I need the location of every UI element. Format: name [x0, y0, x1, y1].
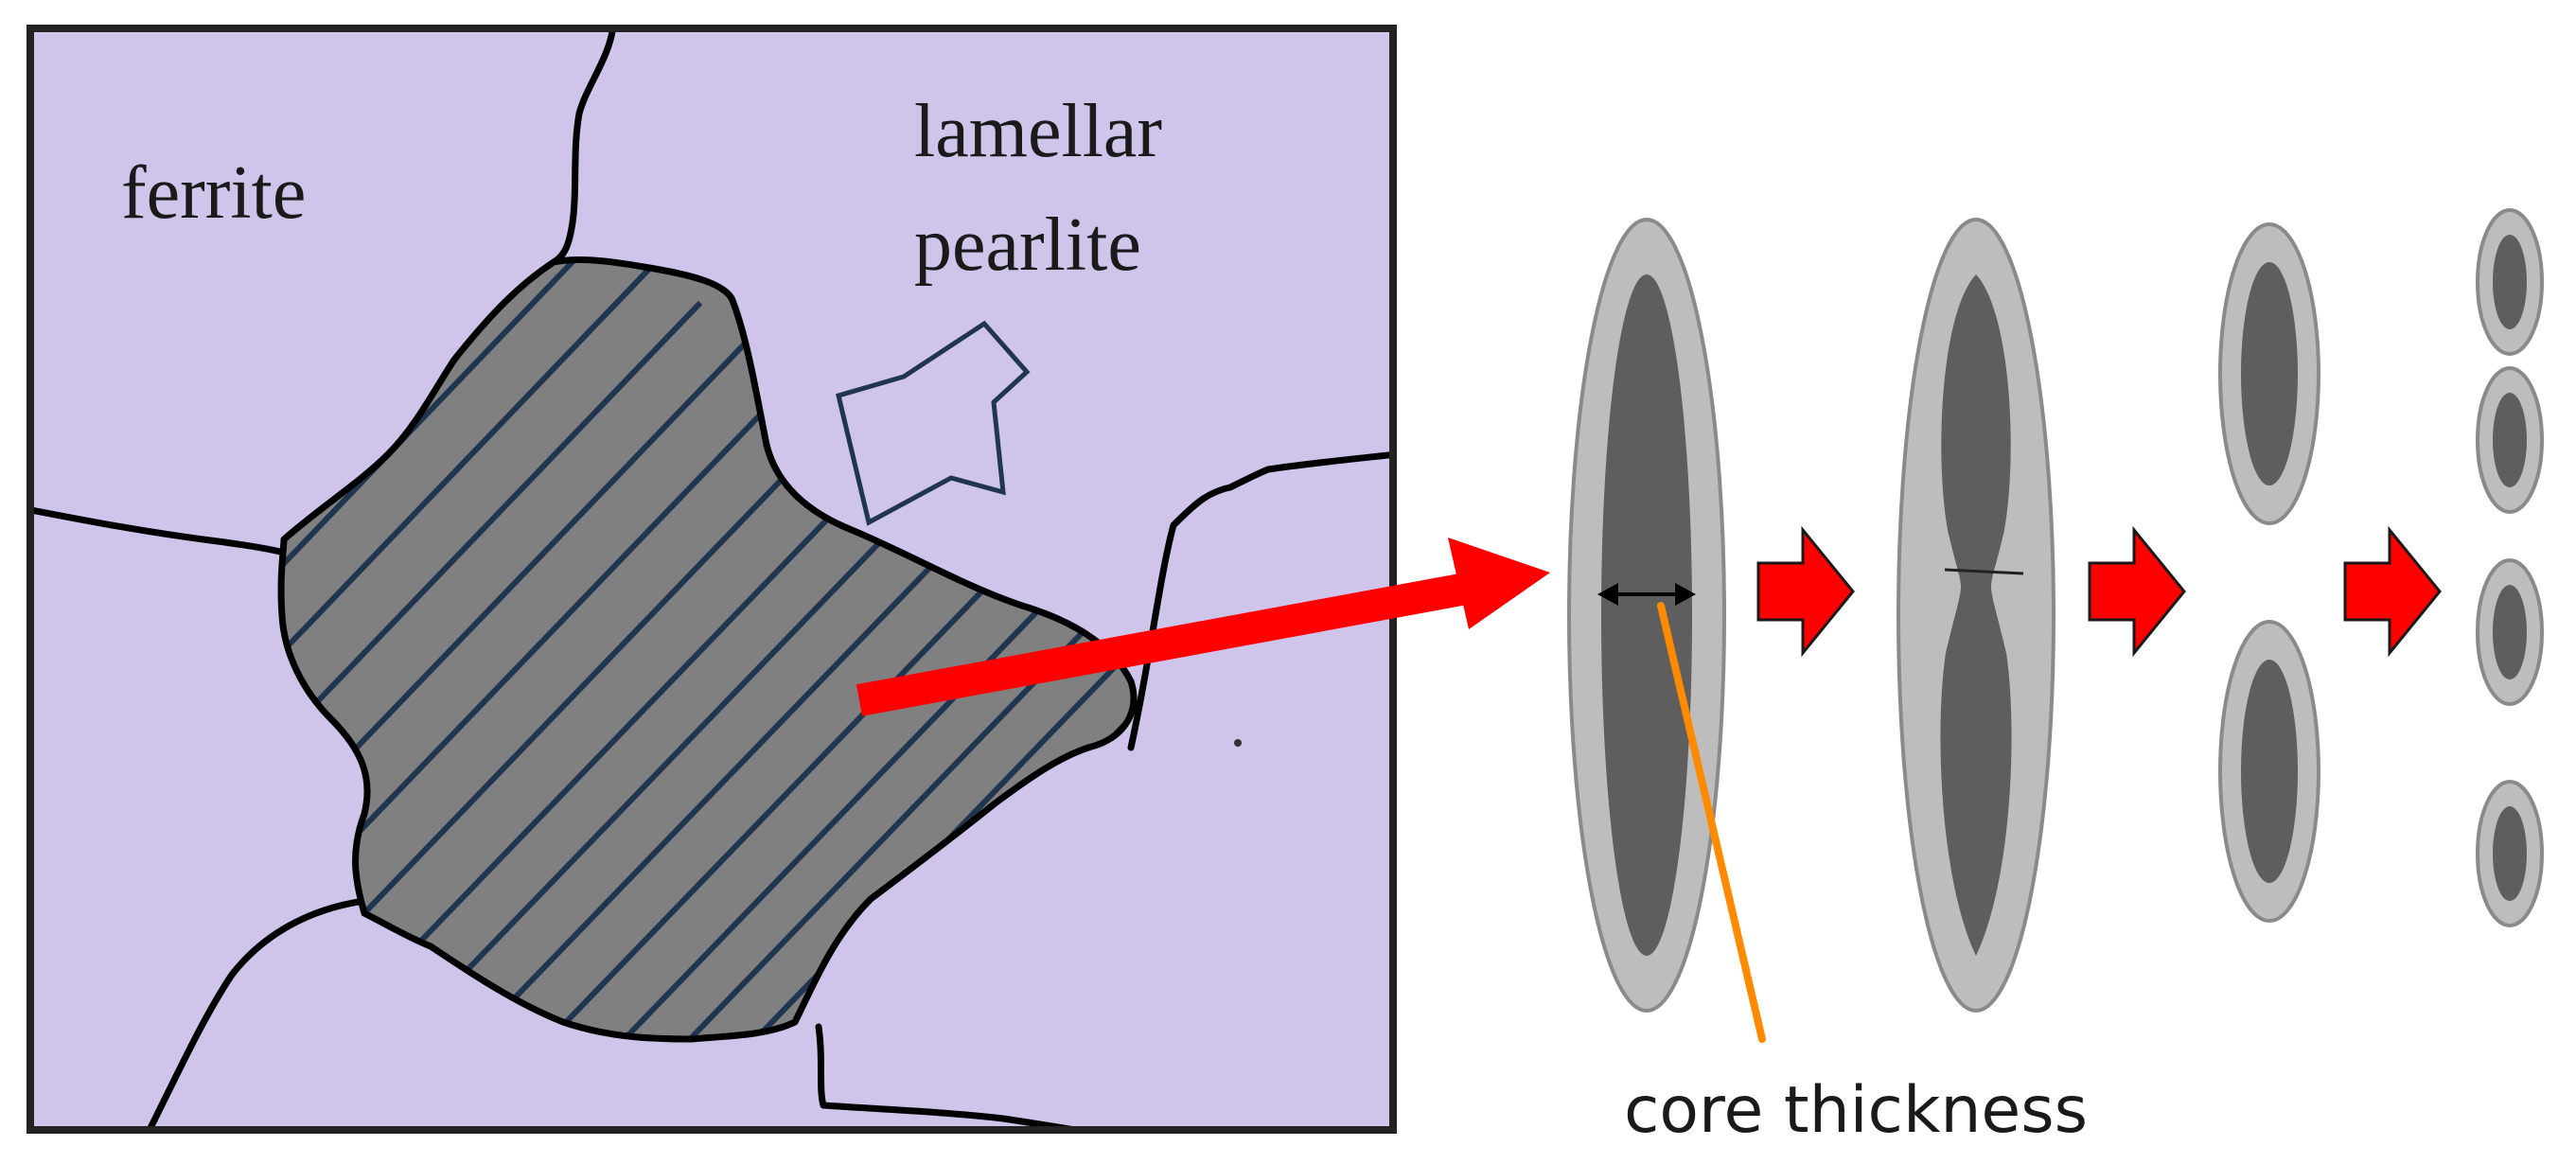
spheroid-3-core — [2493, 585, 2527, 679]
lamella-line — [395, 442, 902, 968]
lamellar-label: lamellar — [914, 90, 1162, 173]
spheroid-4-core — [2493, 806, 2527, 901]
stage-2-pinch-mark — [1944, 568, 2024, 575]
grain-boundary-bottom-left — [146, 897, 368, 1130]
lamella-line — [281, 300, 703, 779]
panel-border — [26, 25, 1397, 1134]
stage-2-core — [1940, 274, 2012, 956]
spheroid-1-core — [2493, 235, 2527, 329]
grain-boundaries — [30, 28, 1393, 1130]
grain-boundary-right — [1127, 450, 1393, 751]
spheroidization-sequence: core thickness — [1567, 208, 2544, 1148]
measure-arrow-right-head — [1675, 583, 1696, 606]
colony-matrix — [281, 259, 1135, 1040]
ferrite-label: ferrite — [121, 151, 306, 235]
lamella-line — [319, 376, 798, 873]
main-arrow-shaft — [856, 571, 1480, 716]
lamella-line — [470, 499, 997, 1040]
core-thickness-leader-line — [1657, 602, 1766, 1043]
lamella-line — [432, 470, 949, 1006]
stage-1-core — [1601, 274, 1692, 956]
pearlite-label: pearlite — [914, 203, 1141, 287]
colony-outline — [277, 256, 1138, 1043]
measure-arrow-left-head — [1597, 583, 1618, 606]
grain-boundary-top — [550, 28, 616, 266]
main-arrow-head — [1448, 538, 1550, 629]
stage-4-spheroids — [2476, 208, 2544, 927]
spheroid-2-core — [2493, 393, 2527, 487]
red-step-arrow-icon — [1756, 525, 1855, 658]
stage-2-pinched-lamella — [1897, 218, 2056, 1013]
lamella-line — [518, 527, 1044, 1040]
speck-dot — [1234, 739, 1242, 747]
lamella-line — [281, 338, 750, 826]
microstructure-panel: ferrite lamellar pearlite — [26, 25, 1397, 1134]
stage-3-split-particles — [2218, 222, 2320, 923]
core-thickness-label: core thickness — [1624, 1073, 2088, 1148]
stage-1-lamella — [1567, 218, 1766, 1043]
red-step-arrow-icon — [2343, 525, 2442, 658]
red-step-arrow-icon — [2088, 525, 2186, 658]
stage-3-lower-core — [2241, 660, 2298, 883]
main-transition-arrow — [856, 538, 1550, 716]
grain-boundary-bottom-right — [815, 1023, 1096, 1130]
lamella-line — [357, 414, 845, 921]
stage-3-upper-core — [2241, 262, 2298, 485]
lamella-line — [281, 262, 656, 722]
lamella-line — [565, 556, 1091, 1040]
pointer-arrow-icon — [836, 320, 1031, 526]
grain-boundary-left — [30, 506, 288, 556]
